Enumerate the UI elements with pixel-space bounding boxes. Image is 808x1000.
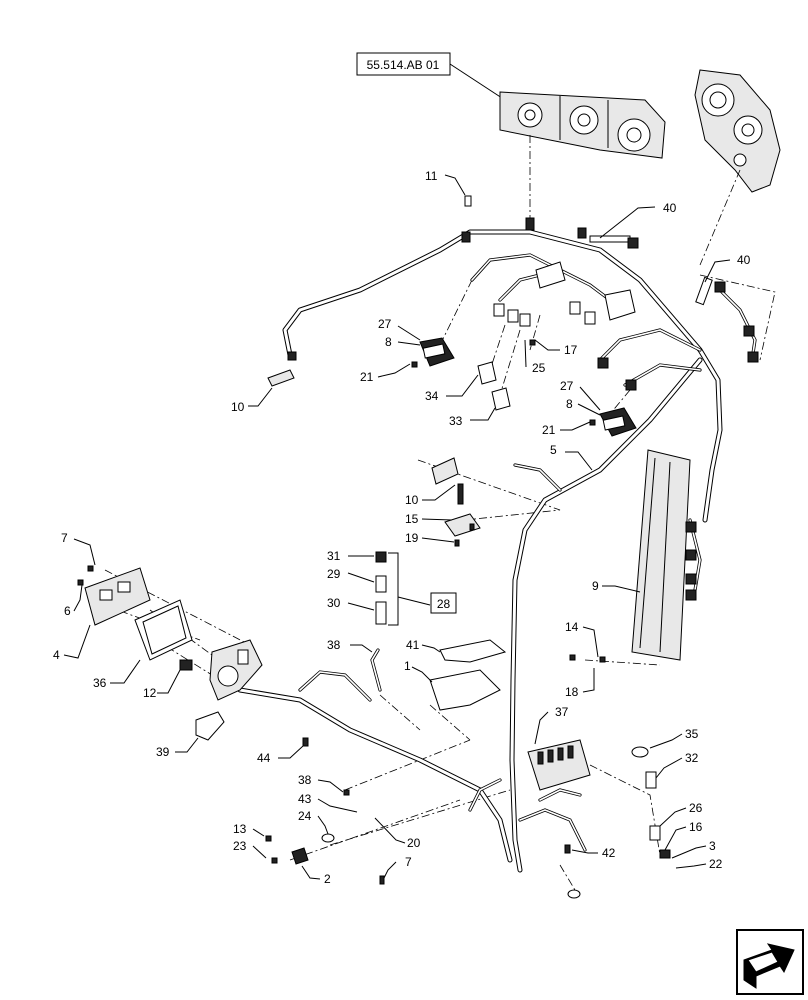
connector-right-end: [743, 325, 759, 363]
bracket-part-1[interactable]: [429, 669, 501, 711]
part-24[interactable]: [321, 833, 335, 843]
callout-1: 1: [404, 659, 411, 673]
callout-7-lower: 7: [405, 855, 412, 869]
connector-part-11[interactable]: [461, 195, 472, 243]
callout-22: 22: [709, 857, 723, 871]
callout-25: 25: [532, 361, 546, 375]
callout-42: 42: [602, 846, 616, 860]
connector-part-40a[interactable]: [577, 227, 639, 249]
module-part-37[interactable]: [527, 739, 591, 791]
callout-15: 15: [405, 512, 419, 526]
callout-14: 14: [565, 620, 579, 634]
callout-8-lower: 8: [566, 397, 573, 411]
part-2[interactable]: [291, 847, 309, 865]
callout-26: 26: [689, 801, 703, 815]
callout-27-upper: 27: [378, 317, 392, 331]
connector-top-center: [525, 217, 535, 231]
callout-9: 9: [592, 579, 599, 593]
callout-3: 3: [709, 839, 716, 853]
callout-28: 28: [437, 597, 451, 611]
gauge-panel-right: [694, 69, 781, 193]
callout-33: 33: [449, 414, 463, 428]
connector-cluster-center: [493, 261, 636, 327]
connector-body-left: [209, 639, 263, 701]
connector-right-lower: [597, 357, 637, 391]
fuse-part-29[interactable]: [375, 575, 387, 593]
bracket-part-41[interactable]: [439, 639, 507, 663]
callout-8-upper: 8: [385, 335, 392, 349]
callout-23: 23: [233, 839, 247, 853]
part-32[interactable]: [645, 771, 657, 789]
callout-21-upper: 21: [360, 370, 374, 384]
relay-part-34[interactable]: [477, 361, 497, 385]
next-page-arrow-icon[interactable]: [736, 929, 804, 995]
callout-24: 24: [298, 809, 312, 823]
callout-11: 11: [425, 169, 438, 183]
callout-43: 43: [298, 792, 312, 806]
connector-part-40b[interactable]: [695, 276, 726, 306]
callout-10-upper: 10: [231, 400, 245, 414]
callout-40-upper: 40: [663, 201, 677, 215]
callout-17: 17: [564, 343, 578, 357]
reference-box-label: 55.514.AB 01: [367, 58, 440, 72]
callout-21-lower: 21: [542, 423, 556, 437]
callout-38-lower: 38: [298, 773, 312, 787]
light-bar-part-9[interactable]: [631, 449, 691, 661]
reference-box[interactable]: 55.514.AB 01: [356, 52, 451, 76]
callout-leaders: [63, 174, 731, 880]
callout-34: 34: [425, 389, 439, 403]
callout-37: 37: [555, 705, 569, 719]
screw-parts: [77, 339, 606, 885]
connector-part-12[interactable]: [179, 659, 193, 671]
connector-part-10-mid[interactable]: [431, 457, 459, 485]
callout-39: 39: [156, 745, 170, 759]
callout-10-mid: 10: [405, 493, 419, 507]
callout-6: 6: [64, 604, 71, 618]
callout-36: 36: [93, 676, 107, 690]
branch-wires: [298, 253, 757, 852]
callout-18: 18: [565, 685, 579, 699]
part-26-16[interactable]: [649, 825, 671, 859]
callout-13: 13: [233, 822, 247, 836]
callout-28-box: [430, 592, 457, 614]
gauge-panel-center: [499, 91, 666, 159]
bracket-part-4[interactable]: [84, 567, 151, 626]
fuse-part-31[interactable]: [375, 551, 387, 563]
callout-12: 12: [143, 686, 157, 700]
callout-32: 32: [685, 751, 699, 765]
switch-part-8-upper[interactable]: [419, 337, 455, 367]
callout-2: 2: [324, 872, 331, 886]
grommet-part-35[interactable]: [631, 746, 649, 758]
callout-5: 5: [550, 443, 557, 457]
callout-16: 16: [689, 820, 703, 834]
connector-part-10-upper[interactable]: [267, 351, 297, 387]
callout-29: 29: [327, 567, 341, 581]
main-harness: [237, 229, 723, 873]
connector-part-15[interactable]: [444, 483, 481, 537]
gasket-part-36[interactable]: [134, 599, 193, 661]
connectors-right-vertical: [685, 521, 697, 601]
callout-40-right: 40: [737, 253, 751, 267]
relay-part-33[interactable]: [491, 387, 511, 411]
callout-31: 31: [327, 549, 341, 563]
ground-ring: [567, 889, 581, 899]
callout-4: 4: [53, 648, 60, 662]
fuse-part-30[interactable]: [375, 601, 387, 625]
cover-part-39[interactable]: [195, 711, 225, 741]
callout-20: 20: [407, 836, 421, 850]
callout-35: 35: [685, 727, 699, 741]
switch-part-8-lower[interactable]: [599, 407, 637, 437]
callout-labels: 11 40 40 27 8 21 10 17 25 34 33 27 8 21 …: [53, 169, 751, 886]
callout-30: 30: [327, 596, 341, 610]
callout-27-lower: 27: [560, 379, 574, 393]
callout-38-upper: 38: [327, 638, 341, 652]
callout-19: 19: [405, 531, 419, 545]
callout-44: 44: [257, 751, 271, 765]
callout-41: 41: [406, 638, 420, 652]
callout-7-upper: 7: [61, 531, 68, 545]
